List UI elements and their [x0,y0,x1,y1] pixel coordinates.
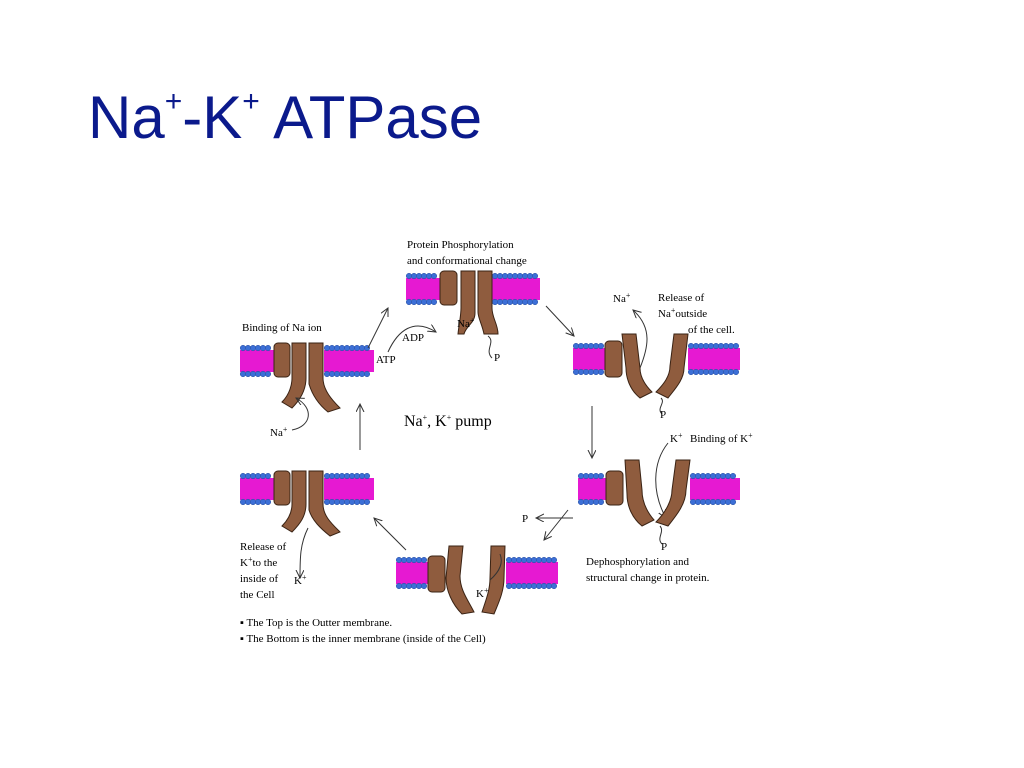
bottom-ion-k: K+ [476,586,489,600]
note-top-membrane: ▪ The Top is the Outter membrane. [240,617,392,629]
topright-phosphate-line [659,397,663,415]
title-k: -K [182,84,243,151]
note-bottom-membrane: ▪ The Bottom is the inner membrane (insi… [240,633,486,645]
lipid-bilayer-mr-right [690,472,740,506]
bottomleft-caption-line3: inside of [240,573,279,585]
state-bottom-left: Release of K+to the inside of the Cell K… [240,470,341,601]
center-pump-label: Na+, K+ pump [404,413,492,430]
title-k-charge: + [242,85,260,118]
lipid-bilayer-tr-right [688,342,740,375]
cycle-arrow-topleft-to-top [367,308,388,349]
topright-caption-line1: Release of [658,292,704,304]
top-protein [439,270,499,335]
state-top-left: Binding of Na ion Na+ ATP ADP [242,322,436,439]
midright-protein [605,459,691,527]
state-top: Protein Phosphorylation and conformation… [407,239,527,364]
title-na-charge: + [164,85,183,118]
topleft-protein [273,342,341,413]
topleft-caption: Binding of Na ion [242,322,322,334]
top-phosphate: P [494,352,500,364]
topright-release-arrow [633,310,648,369]
bottomleft-protein [273,470,341,537]
topleft-atp: ATP [376,354,396,366]
title-atpase: ATPase [259,84,483,151]
top-ion-na: Na+ [457,316,475,330]
bottom-protein [427,545,506,615]
cycle-arrow-midright-to-bottom [544,509,569,540]
topright-caption-line3: of the cell. [688,324,735,336]
top-caption-line1: Protein Phosphorylation [407,239,514,251]
midright-ion-k: K+ [670,431,683,445]
lipid-bilayer-tl-right [323,344,374,377]
midright-phosphate-line [659,525,663,545]
cycle-arrows [360,305,592,551]
lipid-bilayer-top-left [405,273,440,305]
lipid-bilayer-tr-left [573,342,605,375]
slide-title: Na+-K+ ATPase [88,85,482,148]
lipid-bilayer-top-right [492,273,540,305]
state-top-right: Na+ Release of Na+outside of the cell. P [604,291,735,421]
midright-caption: Binding of K+ [690,431,753,445]
topleft-binding-arrow [291,398,309,431]
top-caption-line2: and conformational change [407,255,527,267]
midright-caption2-line2: structural change in protein. [586,572,710,584]
topright-ion-na: Na+ [613,291,631,305]
title-na: Na [88,84,165,151]
lipid-bilayer-bl-right [323,472,374,506]
bottomleft-caption-line1: Release of [240,541,286,553]
bottomleft-caption-line2: K+to the [240,555,277,569]
topright-caption-line2: Na+outside [658,306,707,320]
state-mid-right: K+ Binding of K+ P P Dephosphorylation a… [522,431,753,584]
pump-cycle-diagram: Protein Phosphorylation and conformation… [239,239,753,645]
cycle-arrow-top-to-topright [545,305,574,336]
bottomleft-caption-line4: the Cell [240,589,275,601]
bottomleft-ion-k: K+ [294,573,307,587]
lipid-bilayer-bot-left [395,557,428,590]
midright-phosphate: P [661,541,667,553]
bottom-k-arrow [489,553,502,581]
topleft-ion-na: Na+ [270,425,288,439]
topleft-adp: ADP [402,332,424,344]
state-bottom: K+ [427,545,506,615]
lipid-bilayer-mr-left [578,472,606,506]
bottomleft-release-arrow [300,527,309,578]
topright-protein [604,333,689,399]
midright-binding-arrow [655,442,669,518]
lipid-bilayer-bot-right [506,557,558,590]
topright-phosphate: P [660,409,666,421]
membrane-group [239,273,740,590]
midright-caption2-line1: Dephosphorylation and [586,556,689,568]
cycle-arrow-bottom-to-bottomleft [374,518,407,551]
lipid-bilayer-tl-left [239,344,274,377]
atp-to-adp-arrow [387,326,436,353]
lipid-bilayer-bl-left [239,472,274,506]
top-phosphate-line [487,335,493,359]
released-phosphate: P [522,513,528,525]
